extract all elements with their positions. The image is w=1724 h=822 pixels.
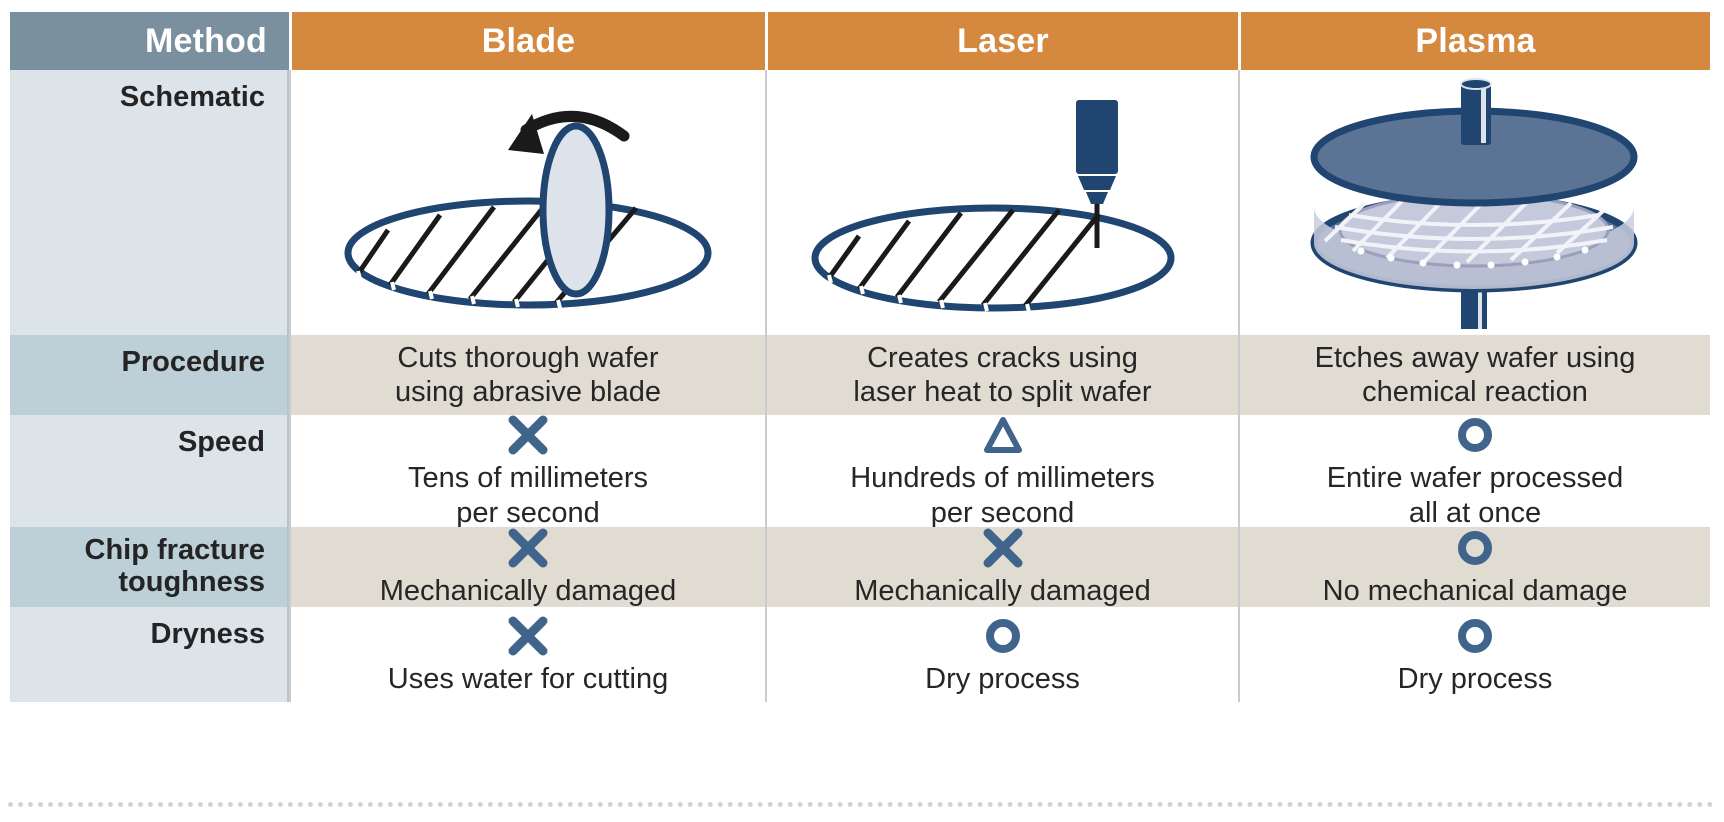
dryness-text-plasma: Dry process — [1397, 662, 1553, 695]
header-column-laser: Laser — [765, 12, 1238, 70]
row-label-speed: Speed — [10, 415, 289, 527]
toughness-text-plasma: No mechanical damage — [1322, 575, 1628, 608]
row-label-schematic: Schematic — [10, 70, 289, 335]
dryness-cell-plasma: Dry process — [1238, 607, 1710, 702]
dryness-cell-blade: Uses water for cutting — [289, 607, 765, 702]
rating-mark-cross-icon — [505, 412, 551, 458]
plasma-dicing-schematic-icon — [1265, 75, 1685, 330]
toughness-cell-blade: Mechanically damaged — [289, 527, 765, 607]
rating-mark-cross-icon — [505, 613, 551, 659]
dryness-text-laser: Dry process — [925, 662, 1080, 695]
toughness-cell-plasma: No mechanical damage — [1238, 527, 1710, 607]
dicing-method-comparison-table: Method Blade Laser Plasma Schematic — [10, 12, 1710, 775]
dryness-text-blade: Uses water for cutting — [387, 662, 669, 695]
rating-mark-circle-icon — [1452, 525, 1498, 571]
rating-mark-cross-icon — [980, 525, 1026, 571]
schematic-cell-blade — [289, 70, 765, 335]
dryness-cell-laser: Dry process — [765, 607, 1238, 702]
rating-mark-cross-icon — [505, 525, 551, 571]
schematic-cell-laser — [765, 70, 1238, 335]
header-column-plasma: Plasma — [1238, 12, 1710, 70]
schematic-cell-plasma — [1238, 70, 1710, 335]
row-label-dryness: Dryness — [10, 607, 289, 702]
rating-mark-triangle-icon — [980, 412, 1026, 458]
laser-dicing-schematic-icon — [793, 78, 1213, 328]
blade-dicing-schematic-icon — [318, 78, 738, 328]
toughness-text-blade: Mechanically damaged — [379, 575, 677, 608]
rating-mark-circle-icon — [980, 613, 1026, 659]
header-method-label: Method — [10, 12, 289, 70]
toughness-text-laser: Mechanically damaged — [854, 575, 1151, 608]
rating-mark-circle-icon — [1452, 412, 1498, 458]
rating-mark-circle-icon — [1452, 613, 1498, 659]
header-column-blade: Blade — [289, 12, 765, 70]
footer-dotted-divider — [8, 802, 1714, 807]
row-label-procedure: Procedure — [10, 335, 289, 415]
toughness-cell-laser: Mechanically damaged — [765, 527, 1238, 607]
